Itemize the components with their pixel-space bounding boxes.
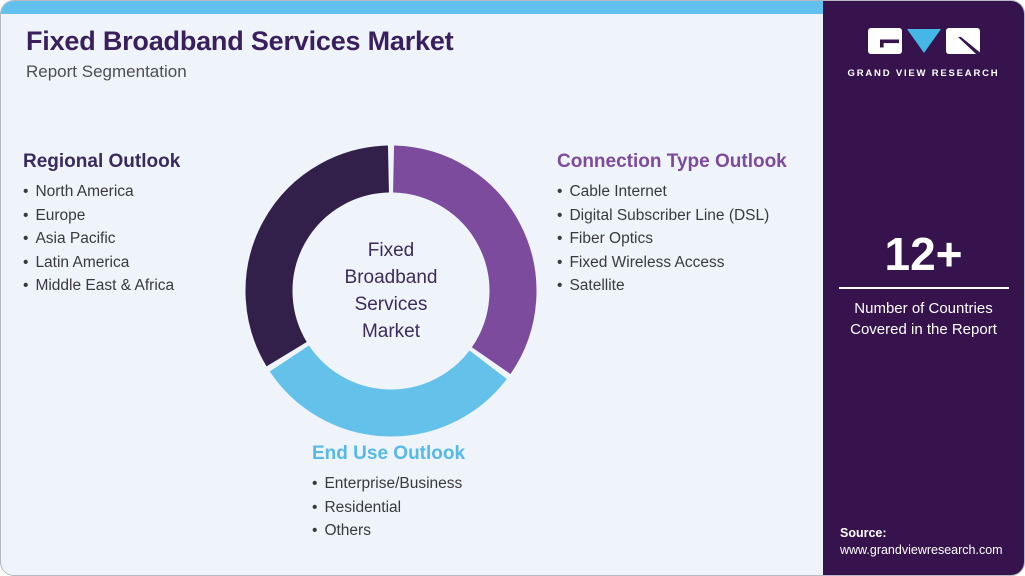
list-item: Enterprise/Business <box>312 472 465 496</box>
list-item: Digital Subscriber Line (DSL) <box>557 204 787 228</box>
gvr-logo-icon <box>867 28 980 54</box>
countries-stat: 12+ Number of Countries Covered in the R… <box>823 229 1024 340</box>
list-item: Cable Internet <box>557 180 787 204</box>
connection-type-outlook-heading: Connection Type Outlook <box>557 151 787 172</box>
sidebar: GRAND VIEW RESEARCH 12+ Number of Countr… <box>823 1 1024 575</box>
source-label: Source: <box>840 526 887 540</box>
list-item: Residential <box>312 496 465 520</box>
header: Fixed Broadband Services Market Report S… <box>26 26 454 82</box>
top-accent-bar <box>1 1 1024 14</box>
list-item: North America <box>23 180 180 204</box>
source-block: Source: www.grandviewresearch.com <box>840 525 1003 559</box>
connection-type-outlook-section: Connection Type Outlook Cable InternetDi… <box>557 151 787 298</box>
donut-chart: Fixed Broadband Services Market <box>245 145 537 437</box>
end-use-outlook-heading: End Use Outlook <box>312 443 466 464</box>
list-item: Latin America <box>23 251 180 275</box>
donut-segment-connection-type-outlook <box>392 145 537 375</box>
regional-outlook-list: North AmericaEuropeAsia PacificLatin Ame… <box>23 180 180 298</box>
regional-outlook-heading: Regional Outlook <box>23 151 181 172</box>
list-item: Fiber Optics <box>557 227 787 251</box>
page-subtitle: Report Segmentation <box>26 62 187 81</box>
page-title: Fixed Broadband Services Market <box>26 26 454 56</box>
connection-type-outlook-list: Cable InternetDigital Subscriber Line (D… <box>557 180 787 298</box>
regional-outlook-section: Regional Outlook North AmericaEuropeAsia… <box>23 151 180 298</box>
countries-label: Number of Countries Covered in the Repor… <box>850 300 997 338</box>
list-item: Europe <box>23 204 180 228</box>
brand-name: GRAND VIEW RESEARCH <box>847 68 1000 79</box>
donut-chart-svg <box>245 145 537 437</box>
end-use-outlook-list: Enterprise/BusinessResidentialOthers <box>312 472 465 543</box>
donut-segment-regional-outlook <box>245 145 390 367</box>
end-use-outlook-section: End Use Outlook Enterprise/BusinessResid… <box>312 443 465 543</box>
source-url: www.grandviewresearch.com <box>840 543 1003 557</box>
stat-divider <box>838 287 1009 289</box>
list-item: Fixed Wireless Access <box>557 251 787 275</box>
gvr-logo: GRAND VIEW RESEARCH <box>823 28 1024 79</box>
countries-count: 12+ <box>884 228 963 280</box>
list-item: Middle East & Africa <box>23 274 180 298</box>
donut-segment-end-use-outlook <box>269 344 507 437</box>
list-item: Satellite <box>557 274 787 298</box>
list-item: Asia Pacific <box>23 227 180 251</box>
list-item: Others <box>312 519 465 543</box>
